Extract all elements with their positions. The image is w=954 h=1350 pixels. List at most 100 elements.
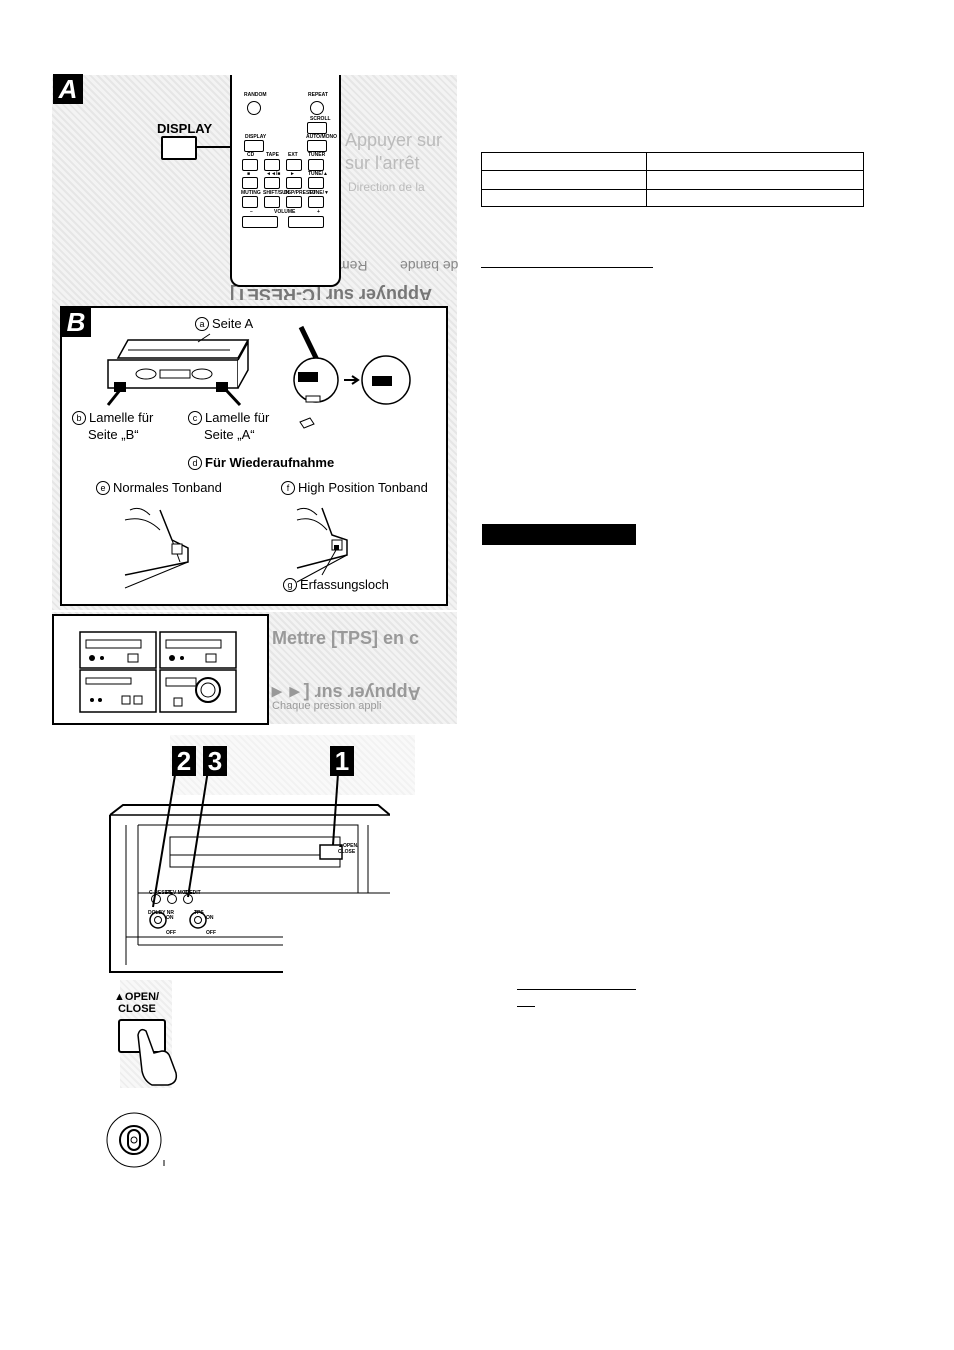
label-seite-a-quote: Seite „A“ [204, 427, 255, 442]
deck-tps-label: TPS [194, 910, 204, 916]
tune-up-button[interactable] [308, 177, 324, 189]
step-3-badge: 3 [203, 746, 227, 776]
deck-tps-on-label: ON [206, 915, 214, 921]
deck-dolby-on-label: ON [166, 915, 174, 921]
tape-button[interactable] [264, 159, 280, 171]
remote-vol-plus-label: + [317, 209, 320, 215]
remote-dsp-label: DSP/PRESET [284, 190, 316, 196]
lamelle-c-text: Lamelle für [205, 410, 270, 425]
open-close-label-1: ▲OPEN/ [114, 991, 160, 1003]
remote-vol-minus-label: − [250, 209, 253, 215]
pressing-finger-icon [137, 1028, 178, 1086]
muting-button[interactable] [242, 196, 258, 208]
ghost-text-c1: Mettre [TPS] en c [272, 628, 420, 648]
remote-stop-label: ■ [247, 171, 251, 177]
ghost-text-1: Appuyer sur [345, 130, 443, 150]
callout-line [195, 146, 243, 148]
remote-tuner-label: TUNER [308, 152, 326, 158]
shift-button[interactable] [264, 196, 280, 208]
mark-f: f [281, 481, 295, 495]
step-2-badge: 2 [172, 746, 196, 776]
display-button-callout [161, 136, 197, 160]
cassette-deck-illustration [109, 775, 390, 973]
display-label: DISPLAY [157, 121, 213, 136]
deck-tps-off-label: OFF [206, 930, 216, 936]
scroll-button[interactable] [307, 122, 327, 134]
deck-creset-label: C-RESET [149, 890, 171, 896]
deck-revmode-label: REV MODE [166, 890, 193, 896]
seite-a-text: Seite A [212, 316, 254, 331]
mark-a: a [195, 317, 209, 331]
remote-volume-label: VOLUME [274, 209, 296, 215]
ext-button[interactable] [286, 159, 302, 171]
deck-dolby-off-label: OFF [166, 930, 176, 936]
mark-g: g [283, 578, 297, 592]
stereo-system-illustration [79, 631, 237, 713]
switch-knob-icon [106, 1112, 165, 1168]
table-row [481, 152, 864, 171]
deck-cedit-label: C-EDIT [184, 890, 201, 896]
random-button[interactable] [247, 101, 261, 115]
mark-e: e [96, 481, 110, 495]
play-button[interactable] [286, 177, 302, 189]
automono-button[interactable] [307, 140, 327, 152]
remote-display-button[interactable] [244, 140, 264, 152]
rew-button[interactable] [264, 177, 280, 189]
erfassungsloch-text: Erfassungsloch [300, 577, 389, 592]
remote-tunedown-label: TUNE/▼ [309, 190, 329, 196]
ghost-text-5: de bande [400, 258, 459, 274]
remote-random-label: RANDOM [244, 92, 267, 98]
remote-scroll-label: SCROLL [310, 116, 331, 122]
underline-rule-2 [517, 989, 636, 990]
underline-rule-3 [517, 1006, 535, 1007]
table-row [481, 170, 864, 190]
open-close-label-2: CLOSE [118, 1003, 156, 1015]
tab-removal-illustration [293, 325, 411, 429]
ghost-text-3: Direction de la [348, 180, 425, 194]
black-heading-bar [482, 524, 636, 545]
panel-a-letter: A [53, 74, 83, 104]
volume-down-button[interactable] [242, 216, 278, 228]
repeat-button[interactable] [310, 101, 324, 115]
mark-c: c [188, 411, 202, 425]
mark-d: d [188, 456, 202, 470]
remote-shift-label: SHIFT/SUN [263, 190, 290, 196]
table-row [481, 189, 864, 207]
mark-b: b [72, 411, 86, 425]
remote-repeat-label: REPEAT [308, 92, 328, 98]
volume-up-button[interactable] [288, 216, 324, 228]
high-position-tape-illustration [296, 507, 348, 583]
remote-muting-label: MUTING [241, 190, 261, 196]
dsp-preset-button[interactable] [286, 196, 302, 208]
deck-openclose-label: ▲OPEN/ CLOSE [338, 843, 359, 855]
cd-button[interactable] [242, 159, 258, 171]
cassette-illustration [106, 333, 250, 407]
ghost-text-2: sur l'arrêt [345, 153, 420, 173]
remote-control: RANDOM REPEAT SCROLL DISPLAY AUTO/MONO C… [230, 75, 341, 287]
remote-play-label: ► [290, 171, 295, 177]
remote-ext-label: EXT [288, 152, 298, 158]
lamelle-b-text: Lamelle für [89, 410, 154, 425]
tuner-button[interactable] [308, 159, 324, 171]
remote-cd-label: CD [247, 152, 255, 158]
tune-down-button[interactable] [308, 196, 324, 208]
underline-rule-1 [481, 267, 653, 268]
panel-b-letter: B [61, 307, 91, 337]
blank-table [481, 152, 864, 207]
ghost-text-c3: Chaque pression appli [272, 700, 382, 712]
remote-rew-label: ◄◄/■ [266, 171, 281, 177]
remote-display-label: DISPLAY [245, 134, 267, 140]
remote-automono-label: AUTO/MONO [306, 134, 338, 140]
normales-text: Normales Tonband [113, 480, 222, 495]
deck-dolby-label: DOLBY NR [148, 910, 175, 916]
remote-tuneup-label: TUNE/▲ [308, 171, 328, 177]
normal-tape-illustration [124, 507, 189, 589]
stop-button[interactable] [242, 177, 258, 189]
